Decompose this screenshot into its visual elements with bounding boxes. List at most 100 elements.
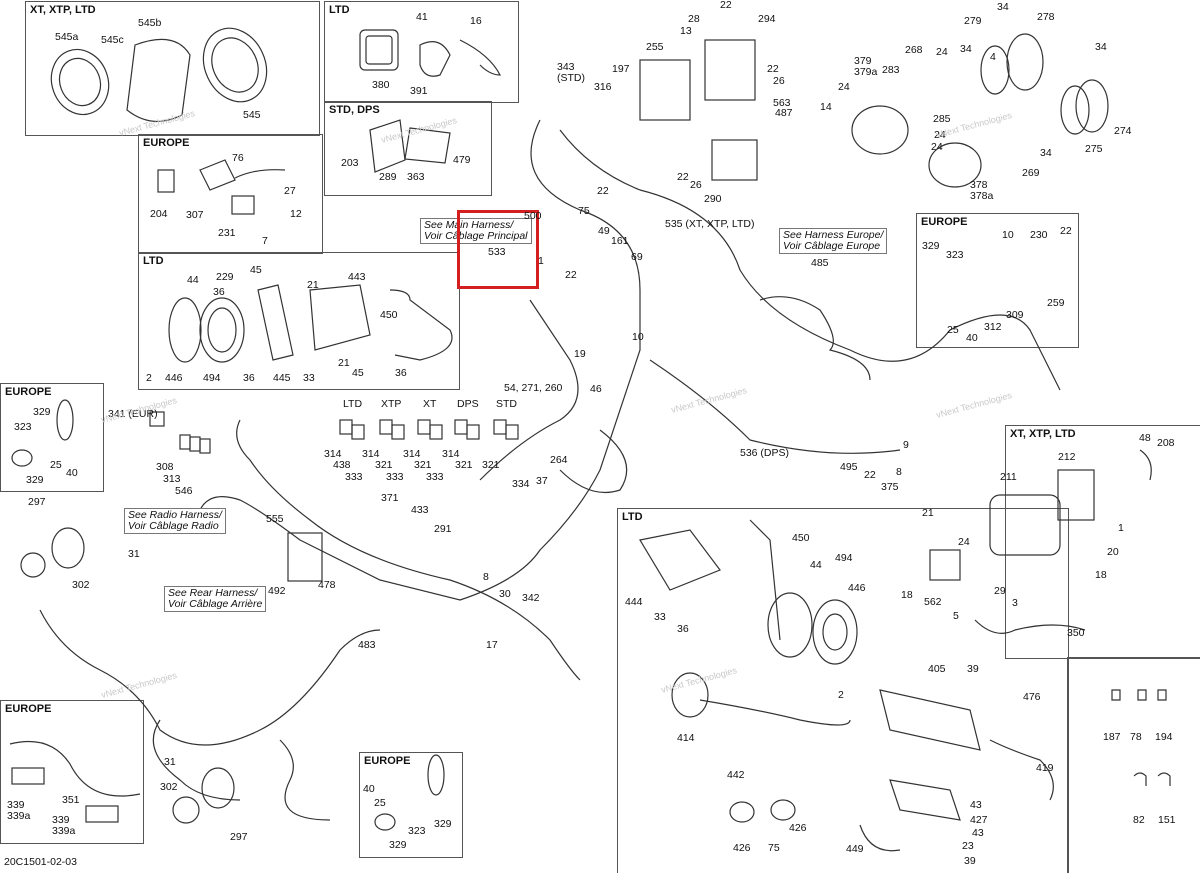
part-number-label: 21 (922, 507, 934, 519)
part-number-label: 405 (928, 663, 946, 675)
part-number-label: 487 (775, 107, 793, 119)
part-number-label: 278 (1037, 11, 1055, 23)
part-number-label: 323 (14, 421, 32, 433)
part-number-label: 8 (483, 571, 489, 583)
inset-title: STD, DPS (329, 104, 380, 116)
inset-title: LTD (622, 511, 643, 523)
part-number-label: 161 (611, 235, 629, 247)
inset-xt-xtp-ltd-winch: XT, XTP, LTD (1005, 425, 1200, 659)
part-number-label: 36 (677, 623, 689, 635)
part-number-label: 187 (1103, 731, 1121, 743)
part-number-label: 9 (903, 439, 909, 451)
part-number-label: 49 (598, 225, 610, 237)
part-number-label: 7 (262, 235, 268, 247)
part-number-label: 343 (STD) (557, 61, 585, 84)
document-code: 20C1501-02-03 (4, 856, 77, 868)
part-number-label: 203 (341, 157, 359, 169)
part-number-label: 231 (218, 227, 236, 239)
part-number-label: 41 (416, 11, 428, 23)
part-number-label: 1 (538, 255, 544, 267)
part-number-label: 26 (773, 75, 785, 87)
part-number-label: 54, 271, 260 (504, 382, 563, 394)
part-number-label: 479 (453, 154, 471, 166)
inset-europe-bottom-mid: EUROPE (359, 752, 463, 858)
part-number-label: 419 (1036, 762, 1054, 774)
part-number-label: 229 (216, 271, 234, 283)
part-number-label: 445 (273, 372, 291, 384)
part-number-label: 82 (1133, 814, 1145, 826)
inset-ltd-top: LTD (324, 1, 519, 103)
part-number-label: 75 (578, 205, 590, 217)
part-number-label: 279 (964, 15, 982, 27)
part-number-label: 34 (1040, 147, 1052, 159)
inset-europe-right: EUROPE (916, 213, 1079, 348)
part-number-label: 321 (482, 459, 500, 471)
inset-std-dps: STD, DPS (324, 101, 492, 196)
part-number-label: 24 (931, 141, 943, 153)
part-number-label: 18 (1095, 569, 1107, 581)
part-number-label: 28 (688, 13, 700, 25)
part-number-label: 350 (1067, 627, 1085, 639)
part-number-label: 69 (631, 251, 643, 263)
part-number-label: 5 (953, 610, 959, 622)
part-number-label: 545b (138, 17, 162, 29)
part-number-label: 291 (434, 523, 452, 535)
part-number-label: 194 (1155, 731, 1173, 743)
part-number-label: 21 (307, 279, 319, 291)
inset-title: XT, XTP, LTD (30, 4, 96, 16)
inset-title: LTD (143, 255, 164, 267)
part-number-label: 18 (901, 589, 913, 601)
part-number-label: 40 (966, 332, 978, 344)
part-number-label: 414 (677, 732, 695, 744)
part-number-label: 334 (512, 478, 530, 490)
part-number-label: 312 (984, 321, 1002, 333)
part-number-label: 211 (1000, 471, 1017, 483)
relay-header-xt: XT (423, 398, 437, 410)
inset-europe-switch: EUROPE (138, 134, 323, 254)
part-number-label: 363 (407, 171, 425, 183)
part-number-label: 535 (XT, XTP, LTD) (665, 218, 755, 230)
part-number-label: 545c (101, 34, 124, 46)
part-number-label: 31 (128, 548, 140, 560)
part-number-label: 333 (386, 471, 404, 483)
part-number-label: 314 (324, 448, 342, 460)
part-number-label: 427 (970, 814, 988, 826)
part-number-label: 450 (792, 532, 810, 544)
part-number-label: 380 (372, 79, 390, 91)
part-number-label: 426 (733, 842, 751, 854)
part-number-label: 33 (303, 372, 315, 384)
part-number-label: 302 (72, 579, 90, 591)
part-number-label: 339 339a (52, 814, 76, 837)
part-number-label: 23 (962, 840, 974, 852)
part-number-label: 494 (835, 552, 853, 564)
part-number-label: 39 (964, 855, 976, 867)
part-number-label: 444 (625, 596, 643, 608)
part-number-label: 16 (470, 15, 482, 27)
inset-title: LTD (329, 4, 350, 16)
part-number-label: 22 (565, 269, 577, 281)
part-number-label: 307 (186, 209, 204, 221)
part-number-label: 24 (958, 536, 970, 548)
part-number-label: 76 (232, 152, 244, 164)
part-number-label: 259 (1047, 297, 1065, 309)
part-number-label: 2 (146, 372, 152, 384)
part-number-label: 40 (363, 783, 375, 795)
part-number-label: 476 (1023, 691, 1041, 703)
part-number-label: 25 (50, 459, 62, 471)
part-number-label: 29 (994, 585, 1006, 597)
part-number-label: 78 (1130, 731, 1142, 743)
inset-title: EUROPE (364, 755, 411, 767)
part-number-label: 12 (290, 208, 302, 220)
part-number-label: 33 (654, 611, 666, 623)
part-number-label: 494 (203, 372, 221, 384)
part-number-label: 43 (972, 827, 984, 839)
part-number-label: 341 (EUR) (108, 408, 158, 420)
part-number-label: 500 (524, 210, 542, 222)
part-number-label: 48 (1139, 432, 1151, 444)
part-number-label: 24 (936, 46, 948, 58)
part-number-label: 10 (632, 331, 644, 343)
part-number-label: 4 (990, 51, 996, 63)
part-number-label: 329 (434, 818, 452, 830)
part-number-label: 290 (704, 193, 722, 205)
